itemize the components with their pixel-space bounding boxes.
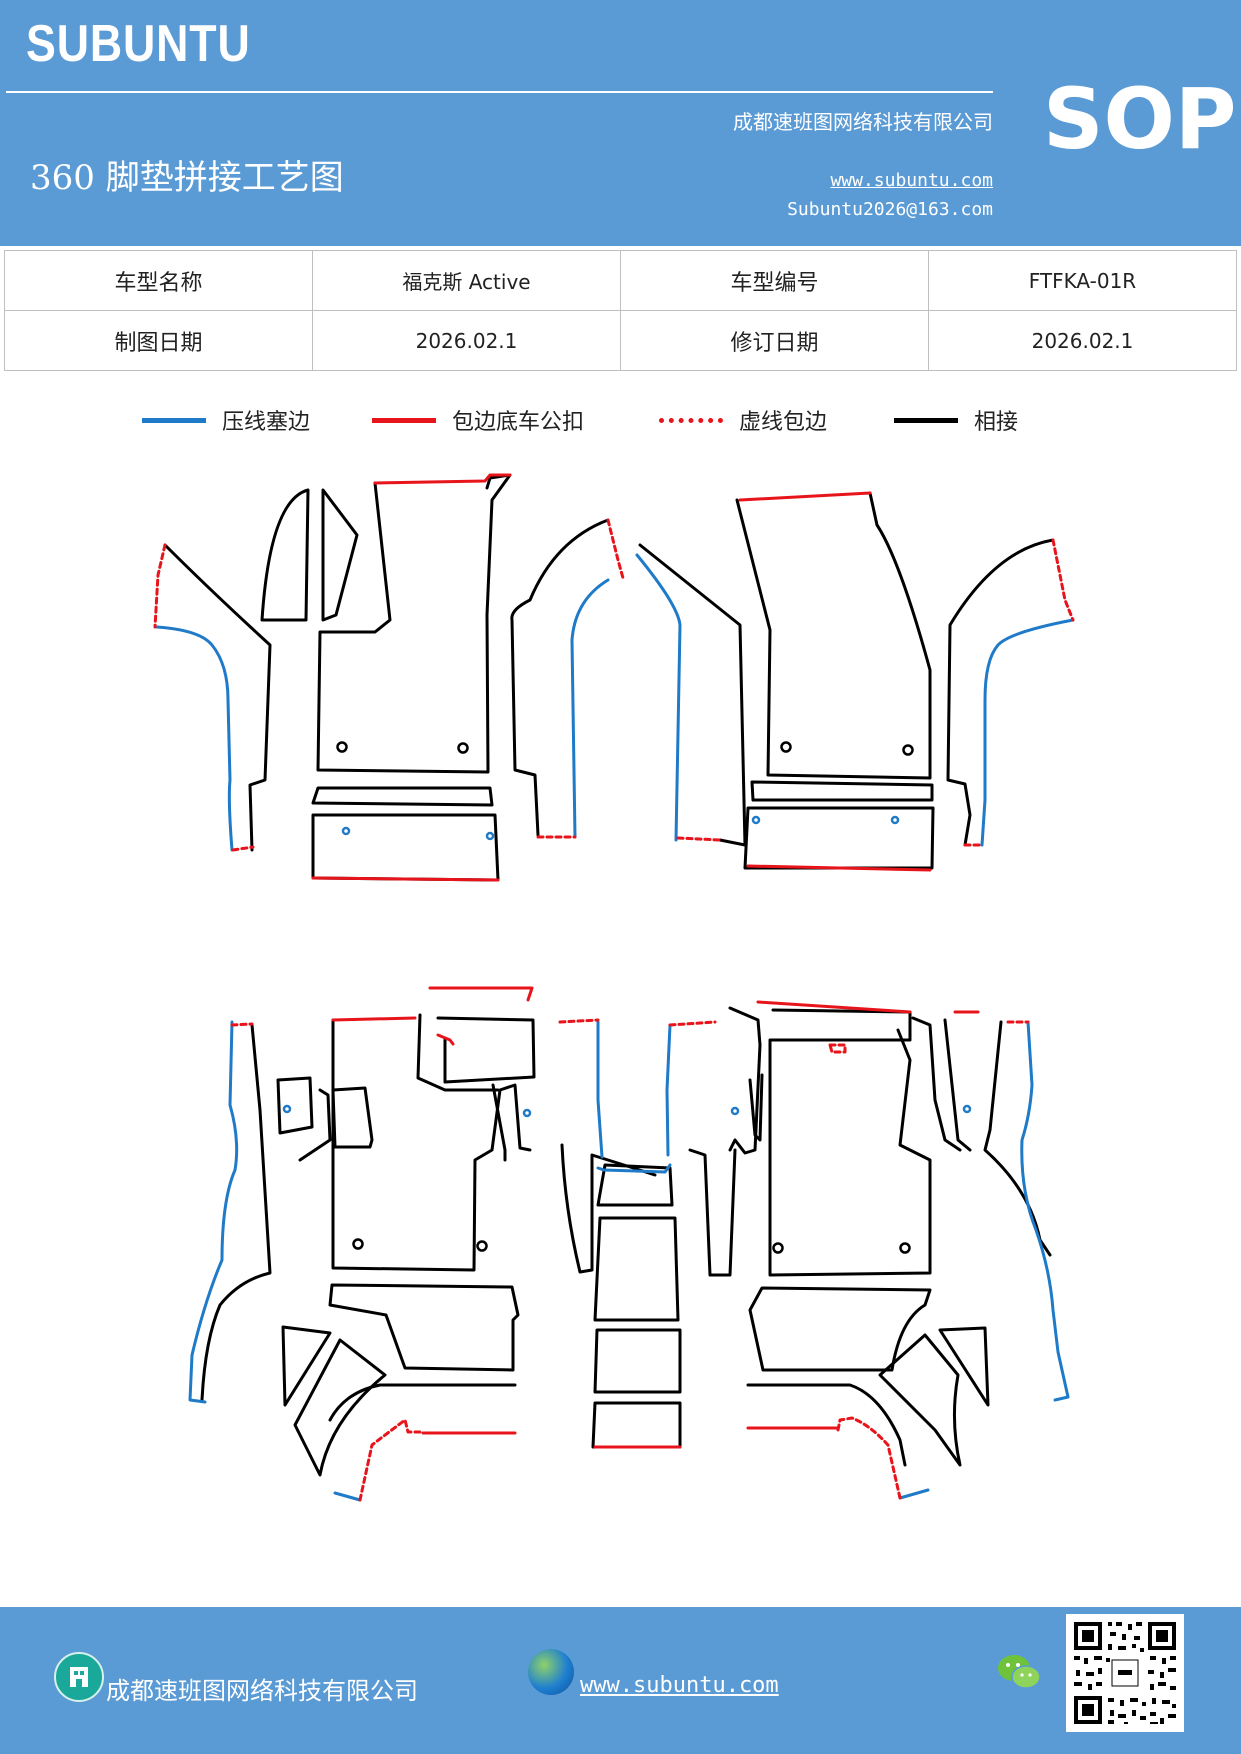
footer-website-link[interactable]: www.subuntu.com (580, 1673, 779, 1698)
building-icon (54, 1652, 104, 1702)
brand-logo: SUBUNTU (26, 15, 251, 73)
legend-label: 包边底车公扣 (452, 410, 585, 435)
press-line-edges (155, 553, 1075, 1502)
email-address: Subuntu2026@163.com (787, 199, 993, 220)
mat-outlines (163, 473, 1055, 1477)
mat-clip-holes (282, 815, 972, 1118)
legend-label: 虚线包边 (739, 410, 828, 435)
legend-swatch (142, 417, 206, 423)
model-code-label: 车型编号 (620, 250, 929, 311)
dotted-edge-lines (153, 518, 1075, 1502)
sop-badge: SOP (1043, 70, 1237, 168)
header-banner: SUBUNTU SOP 成都速班图网络科技有限公司 360 脚垫拼接工艺图 ww… (0, 0, 1241, 246)
model-name-value: 福克斯 Active (312, 250, 621, 311)
wechat-icon[interactable] (996, 1651, 1042, 1693)
legend-item-join: 相接 (894, 400, 1018, 440)
revision-date-label: 修订日期 (620, 310, 929, 371)
model-code-value: FTFKA-01R (928, 250, 1237, 311)
floor-mat-diagram (153, 473, 1075, 1502)
table-row: 制图日期 2026.02.1 修订日期 2026.02.1 (4, 310, 1237, 371)
globe-icon (528, 1649, 574, 1695)
legend-item-press-line: 压线塞边 (142, 400, 310, 440)
legend-label: 相接 (974, 410, 1019, 435)
legend-label: 压线塞边 (222, 410, 311, 435)
legend-swatch (372, 417, 436, 423)
drawing-date-value: 2026.02.1 (312, 310, 621, 371)
legend-item-red-edge: 包边底车公扣 (372, 400, 584, 440)
revision-date-value: 2026.02.1 (928, 310, 1237, 371)
line-legend: 压线塞边 包边底车公扣 虚线包边 相接 (0, 400, 1241, 440)
footer-company-name: 成都速班图网络科技有限公司 (106, 1677, 418, 1705)
company-name: 成都速班图网络科技有限公司 (733, 110, 993, 134)
drawing-date-label: 制图日期 (4, 310, 313, 371)
red-edge-lines (311, 473, 980, 1449)
footer-banner: 成都速班图网络科技有限公司 www.subuntu.com (0, 1607, 1241, 1754)
header-divider (6, 91, 993, 93)
table-row: 车型名称 福克斯 Active 车型编号 FTFKA-01R (4, 250, 1237, 311)
page-title: 360 脚垫拼接工艺图 (30, 158, 344, 198)
qr-code (1066, 1614, 1184, 1732)
legend-swatch (659, 417, 723, 423)
mat-holes (336, 741, 914, 1254)
website-link[interactable]: www.subuntu.com (830, 170, 993, 191)
model-name-label: 车型名称 (4, 250, 313, 311)
legend-item-dotted-edge: 虚线包边 (659, 400, 827, 440)
legend-swatch (894, 417, 958, 423)
vehicle-info-table: 车型名称 福克斯 Active 车型编号 FTFKA-01R 制图日期 2026… (4, 250, 1237, 371)
